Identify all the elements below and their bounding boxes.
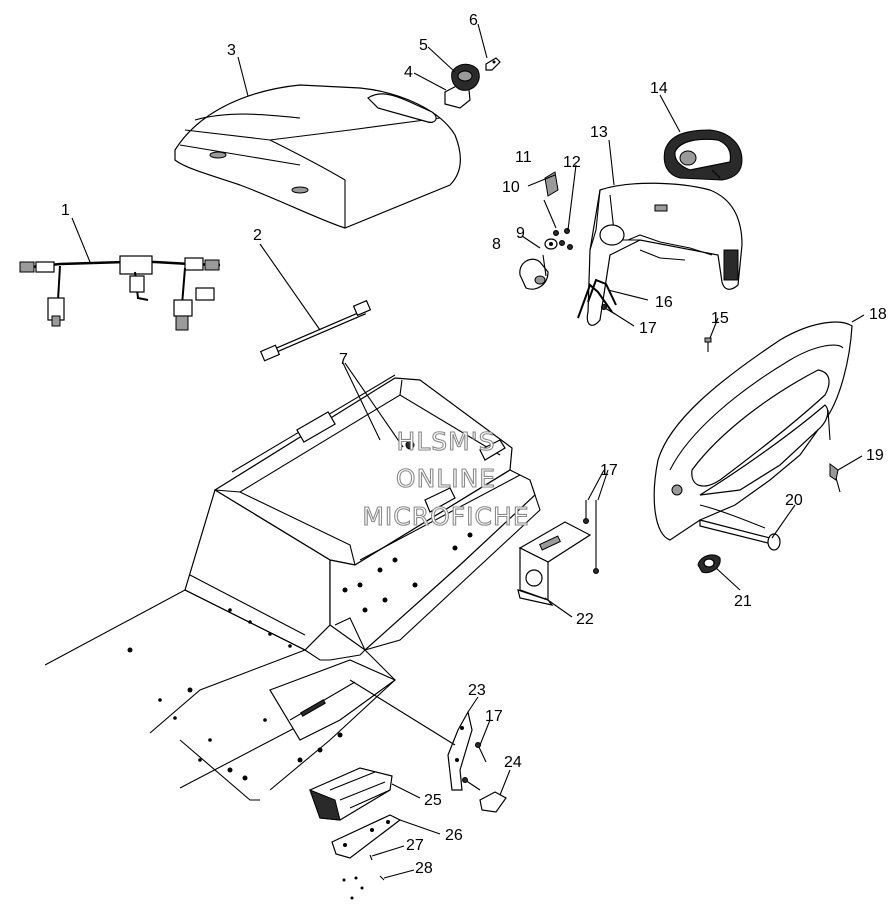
part-key — [485, 57, 501, 71]
part-taillight — [663, 129, 743, 181]
part-screws-27-28 — [342, 854, 385, 900]
callout-25: 25 — [424, 792, 442, 809]
part-clip — [544, 171, 559, 197]
callout-8: 8 — [492, 236, 501, 253]
callout-16: 16 — [655, 294, 673, 311]
watermark-line-1: HLSM'S — [397, 427, 496, 456]
callout-28: 28 — [415, 860, 433, 877]
part-rear-housing — [586, 182, 743, 326]
callout-17-upper: 17 — [639, 320, 657, 337]
callout-17-mid: 17 — [600, 462, 618, 479]
callout-21: 21 — [734, 593, 752, 610]
part-wiring-harness — [19, 255, 221, 331]
part-mount-bracket-22 — [517, 521, 592, 606]
part-key-switch-bracket — [444, 63, 480, 109]
callout-7: 7 — [339, 351, 348, 368]
part-pad-24 — [479, 791, 507, 813]
callout-26: 26 — [445, 827, 463, 844]
callout-10: 10 — [502, 179, 520, 196]
callout-13: 13 — [590, 124, 608, 141]
callout-11: 11 — [515, 149, 532, 166]
callout-2: 2 — [253, 227, 262, 244]
part-wire-lead — [259, 299, 372, 362]
callout-18: 18 — [869, 306, 887, 323]
callout-3: 3 — [227, 42, 236, 59]
callout-labels: 1 2 3 4 5 6 7 8 9 10 11 12 13 14 15 16 1… — [61, 12, 887, 877]
watermark: HLSM'S ONLINE MICROFICHE — [362, 426, 529, 531]
callout-12: 12 — [563, 154, 581, 171]
callout-20: 20 — [785, 492, 803, 509]
part-bulb-socket — [519, 258, 549, 290]
part-bulb — [544, 238, 558, 250]
callout-23: 23 — [468, 682, 486, 699]
part-screw-15 — [704, 337, 712, 352]
part-rivets-17-mid — [583, 500, 599, 574]
callout-6: 6 — [469, 12, 478, 29]
callout-24: 24 — [504, 754, 522, 771]
part-bolt-20 — [699, 519, 781, 551]
callout-14: 14 — [650, 80, 668, 97]
part-rivets-17-low — [462, 742, 487, 791]
part-push-rivet — [827, 409, 841, 493]
callout-5: 5 — [419, 37, 428, 54]
callout-22: 22 — [576, 611, 594, 628]
part-side-panel — [653, 321, 853, 541]
part-chassis-tunnel — [44, 374, 541, 801]
leader-lines — [71, 23, 865, 879]
callout-4: 4 — [404, 64, 413, 81]
part-bracket-23 — [447, 710, 473, 791]
part-plate-26 — [331, 814, 402, 859]
watermark-line-3: MICROFICHE — [362, 502, 529, 531]
callout-9: 9 — [516, 225, 525, 242]
chassis-holes — [127, 532, 473, 781]
callout-1: 1 — [61, 202, 70, 219]
part-tail-bracket — [577, 278, 617, 319]
part-step-25 — [309, 767, 393, 821]
callout-15: 15 — [711, 310, 729, 327]
callout-19: 19 — [866, 447, 884, 464]
part-grommet — [697, 554, 721, 574]
part-seat-cushion — [174, 84, 462, 229]
watermark-line-2: ONLINE — [396, 464, 496, 493]
callout-27: 27 — [406, 837, 424, 854]
callout-17-low: 17 — [485, 708, 503, 725]
